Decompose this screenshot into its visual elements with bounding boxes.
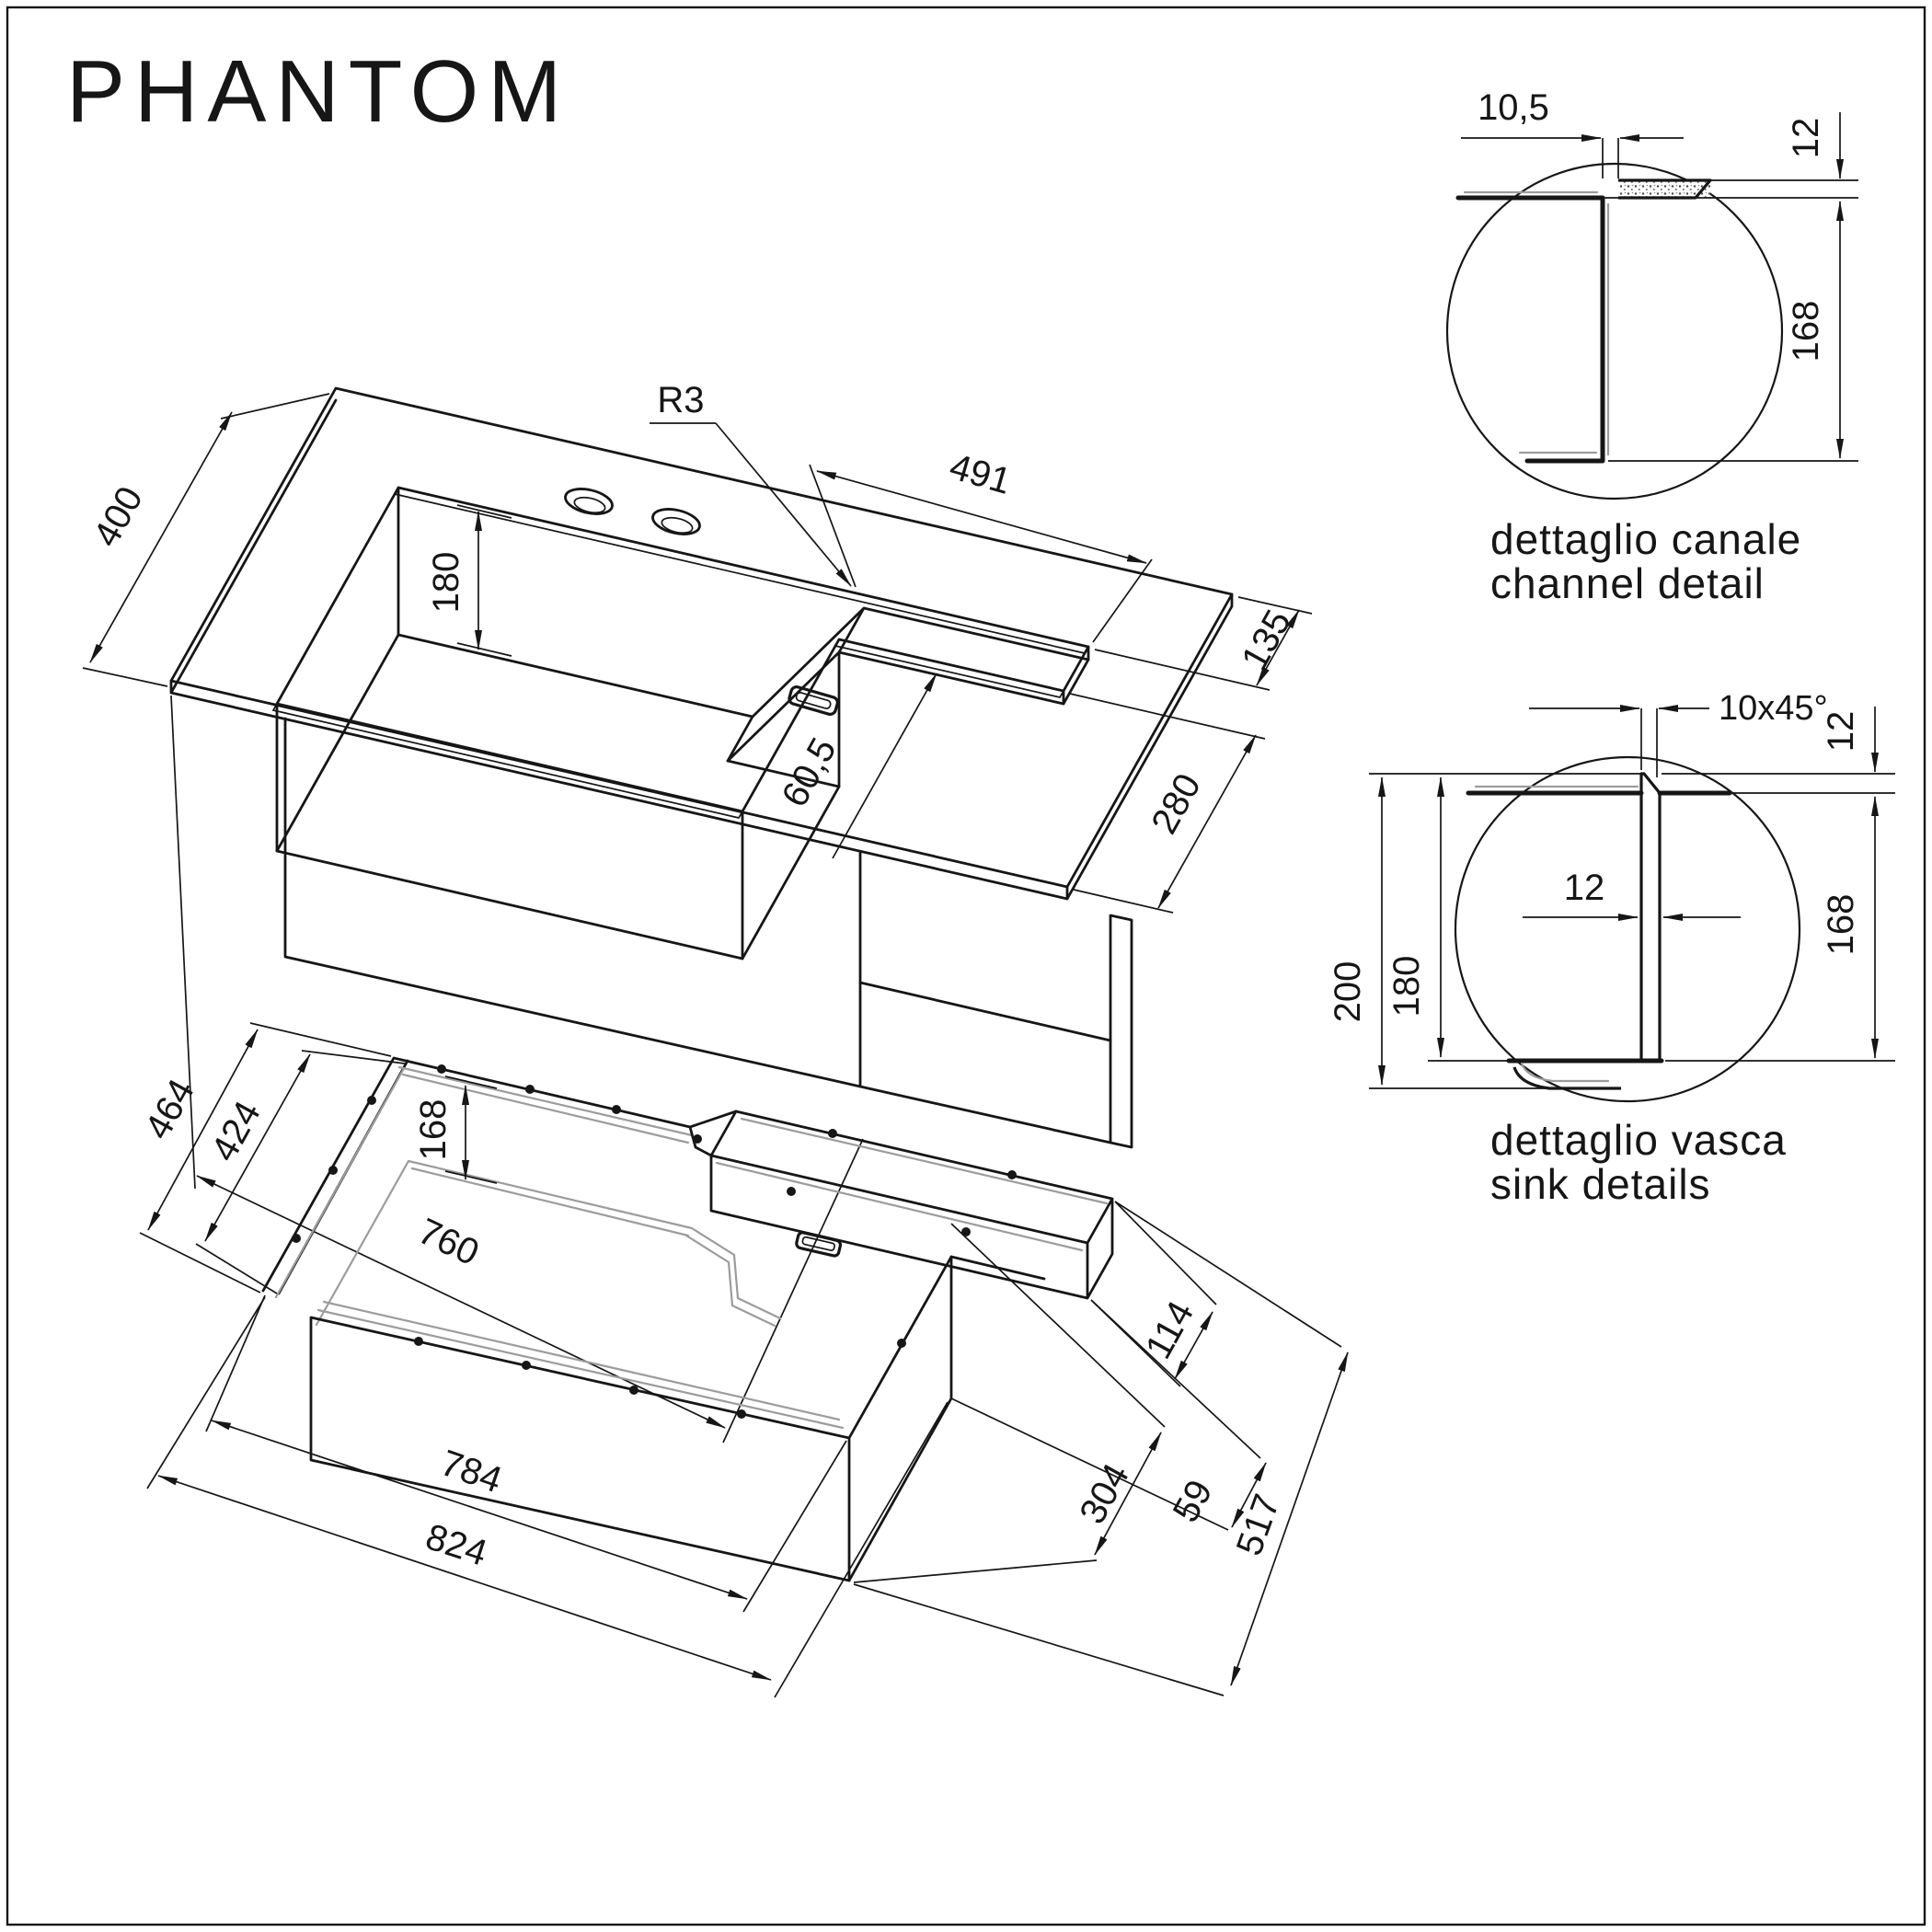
flange-rounded-edges-gray [274, 1065, 694, 1299]
dim-10-5-label: 10,5 [1478, 87, 1549, 128]
channel-under-slab [858, 981, 1112, 1144]
faucet-hole-left-bore [573, 496, 606, 514]
tub-under-slab [283, 717, 862, 1088]
page-title: PHANTOM [66, 42, 570, 141]
faucet-hole-right [651, 508, 701, 535]
dim-168-sink-label: 168 [1821, 894, 1861, 956]
channel-floor-and-ramp [726, 606, 1090, 763]
dim-180-sink-label: 180 [1386, 956, 1427, 1018]
sink-detail-thin-lines [1369, 773, 1895, 1089]
channel-box-gray-edges [715, 1117, 1109, 1252]
wall-floor-rim-gray [315, 1159, 694, 1327]
dim-200-label: 200 [1328, 961, 1368, 1023]
dim-r3: R3 [650, 380, 852, 587]
dim-chamfer-label: 10x45° [1719, 689, 1828, 728]
drain-fin [1109, 914, 1133, 1149]
page-border [6, 6, 1926, 1926]
channel-detail-label-en: channel detail [1490, 559, 1765, 607]
dim-12-top: 12 [1821, 707, 1879, 773]
dim-168-channel: 168 [1786, 201, 1844, 459]
basin-corner-edges [275, 486, 1090, 960]
dim-12-top-label: 12 [1821, 711, 1861, 753]
sink-detail-label-it: dettaglio vasca [1490, 1116, 1787, 1164]
dim-10-5: 10,5 [1461, 87, 1684, 142]
basin-rim-inner-line [271, 493, 1087, 819]
channel-detail-circle [1445, 162, 1784, 500]
sink-detail-chamfer-ext [1640, 708, 1658, 777]
slab-thickness-edges [169, 398, 1234, 901]
channel-detail-groove-ext [1602, 138, 1619, 178]
sink-detail-gray-lines [1474, 785, 1639, 1083]
sink-detail-section-lines [1466, 790, 1732, 1064]
dim-180-sink: 180 [1386, 776, 1444, 1058]
channel-detail-stipple [1618, 180, 1710, 198]
dim-168-bottom: 168 [413, 1075, 498, 1184]
faucet-hole-right-bore [661, 516, 694, 535]
channel-box [709, 1110, 1114, 1300]
dim-168-channel-label: 168 [1786, 301, 1826, 362]
sink-detail-view: 10x45° 12 168 200 180 12 dettaglio vasca… [1328, 689, 1895, 1208]
faucet-hole-left [564, 488, 614, 515]
dim-12-channel: 12 [1786, 112, 1844, 179]
sink-detail-foot-curve [1512, 1066, 1621, 1090]
dim-12-wall-label: 12 [1564, 868, 1605, 908]
overflow-slot-bottom-outline [795, 1231, 843, 1258]
dim-168-bottom-label: 168 [413, 1099, 454, 1161]
channel-detail-view: 10,5 12 168 dettaglio canale channel det… [1445, 87, 1858, 607]
bottom-isometric-view: 464 424 168 784 824 114 [137, 1022, 1349, 1698]
dim-12-wall: 12 [1523, 868, 1741, 921]
overflow-slot-inner [795, 692, 832, 709]
dim-200: 200 [1328, 776, 1386, 1086]
dim-12-channel-label: 12 [1786, 118, 1826, 159]
dim-chamfer: 10x45° [1529, 689, 1828, 728]
channel-detail-section-lines [1455, 195, 1605, 464]
dim-760: 760 [170, 695, 864, 1443]
dim-r3-label: R3 [657, 380, 704, 420]
overflow-slot [788, 685, 839, 716]
sink-detail-label-en: sink details [1490, 1160, 1711, 1208]
channel-detail-gray-lines [1463, 190, 1610, 456]
sink-detail-wall-section [1639, 772, 1662, 1063]
ramp-jog-gray [684, 1226, 782, 1328]
dim-180-label: 180 [426, 552, 466, 614]
overflow-slot-bottom-inner [801, 1236, 835, 1251]
channel-detail-label-it: dettaglio canale [1490, 515, 1801, 563]
channel-detail-slab-edge [1618, 178, 1712, 200]
overflow-slot-bottom [795, 1231, 843, 1258]
overflow-slot-outline [788, 685, 839, 716]
dim-180: 180 [426, 504, 512, 657]
front-rim-gray [316, 1300, 845, 1430]
sink-detail-circle [1454, 755, 1801, 1103]
dim-168-sink: 168 [1821, 796, 1879, 1059]
